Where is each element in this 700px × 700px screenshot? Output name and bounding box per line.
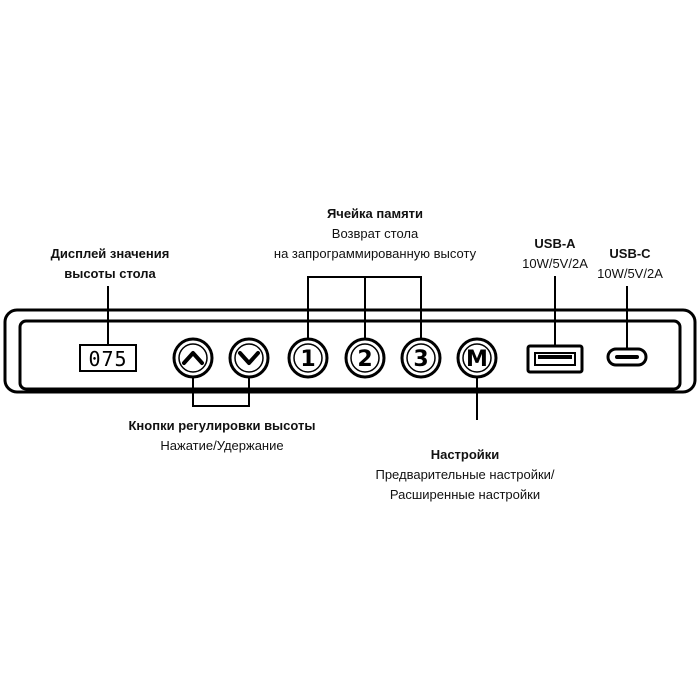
settings-button-label: M: [466, 347, 488, 372]
memory-button-1[interactable]: 1: [287, 337, 329, 379]
settings-desc2: Расширенные настройки: [389, 487, 541, 502]
height-display-value: 075: [88, 347, 127, 371]
display-label-line2: высоты стола: [64, 266, 156, 281]
panel-outer-frame: [3, 308, 697, 394]
usb-c-spec: 10W/5V/2A: [597, 266, 663, 281]
height-buttons-label: Кнопки регулировки высоты Нажатие/Удержа…: [112, 416, 332, 456]
height-down-button[interactable]: [228, 337, 270, 379]
usb-c-title: USB-C: [609, 246, 651, 261]
display-label-line1: Дисплей значения: [50, 246, 170, 261]
usb-a-port: [526, 344, 584, 374]
memory-label: Ячейка памяти Возврат стола на запрограм…: [255, 204, 495, 264]
memory-button-2[interactable]: 2: [344, 337, 386, 379]
height-buttons-title: Кнопки регулировки высоты: [128, 418, 316, 433]
memory-label-title: Ячейка памяти: [326, 206, 424, 221]
usb-c-port: [606, 347, 648, 367]
usb-a-spec: 10W/5V/2A: [522, 256, 588, 271]
memory-label-desc2: на запрограммированную высоту: [273, 246, 477, 261]
settings-desc1: Предварительные настройки/: [375, 467, 555, 482]
height-buttons-bracket: [192, 377, 250, 407]
usb-c-label: USB-C 10W/5V/2A: [580, 244, 680, 284]
memory-button-3-label: 3: [413, 347, 428, 372]
panel-inner-face: [18, 319, 682, 391]
height-buttons-desc: Нажатие/Удержание: [160, 438, 284, 453]
display-label: Дисплей значения высоты стола: [30, 244, 190, 284]
usb-a-title: USB-A: [534, 236, 576, 251]
memory-button-2-label: 2: [357, 347, 372, 372]
memory-label-desc1: Возврат стола: [331, 226, 419, 241]
memory-button-1-label: 1: [300, 347, 315, 372]
chevron-up-icon: [182, 351, 204, 365]
memory-button-3[interactable]: 3: [400, 337, 442, 379]
settings-title: Настройки: [430, 447, 500, 462]
usb-a-label: USB-A 10W/5V/2A: [505, 234, 605, 274]
settings-label: Настройки Предварительные настройки/ Рас…: [350, 445, 580, 505]
height-up-button[interactable]: [172, 337, 214, 379]
height-display-screen: [79, 344, 137, 372]
chevron-down-icon: [238, 351, 260, 365]
settings-button[interactable]: M: [456, 337, 498, 379]
